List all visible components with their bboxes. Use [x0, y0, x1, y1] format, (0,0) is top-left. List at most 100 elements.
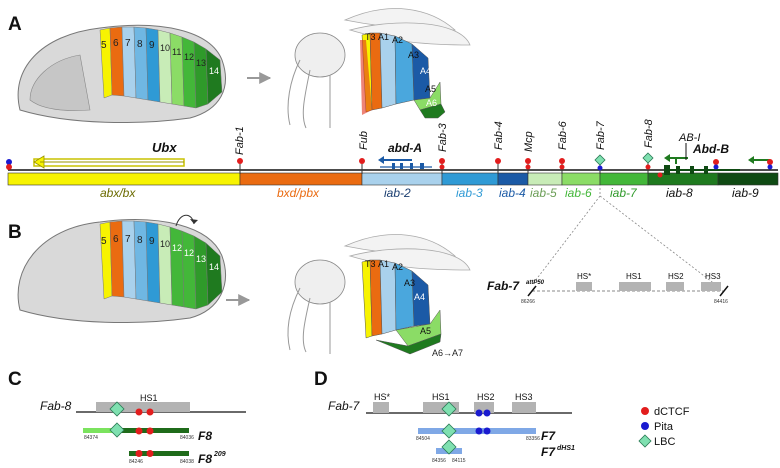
construct-sup: dHS1	[557, 445, 575, 452]
boundary-label: Fab-3	[437, 122, 449, 152]
coord-label: 84356	[432, 458, 446, 464]
fly-label: A6	[426, 98, 437, 108]
pita-site	[767, 164, 773, 170]
f8-bar	[83, 428, 113, 433]
segment-label: 9	[149, 40, 155, 51]
hs-label: HS*	[374, 392, 391, 402]
fly-label: A4	[414, 292, 425, 302]
domain-bar	[441, 172, 499, 186]
boundary-label: Fab-7	[595, 120, 607, 150]
domain-label: iab-6	[565, 186, 592, 200]
genomic-map: abx/bx bxd/pbx iab-2 iab-3 iab-4 iab-5 i…	[6, 118, 779, 200]
ctcf-site	[767, 159, 773, 165]
fly-a-abdomen	[360, 32, 446, 119]
embryo-a: 5 6 7 8 9 10 11 12 13 14	[17, 24, 226, 124]
boundary-fab6: Fab-6	[557, 120, 569, 174]
segment-label: 6	[113, 38, 119, 49]
domain-bar	[497, 172, 529, 186]
fly-label: A2	[392, 262, 403, 272]
pita-site	[6, 159, 12, 165]
fly-b-note: A6→A7	[432, 348, 463, 358]
domain-label: iab-2	[384, 186, 411, 200]
construct-label: F8	[198, 429, 212, 443]
hs-label: HS1	[432, 392, 450, 402]
boundary-fab8: Fab-8	[642, 118, 655, 174]
fly-label: A1	[378, 259, 389, 269]
domain-label: iab-3	[456, 186, 483, 200]
fly-a: T3 A1 A2 A3 A4 A5 A6	[287, 8, 471, 129]
segment-label: 7	[125, 234, 131, 245]
legend-label: dCTCF	[654, 406, 690, 418]
segment-label: 8	[137, 39, 143, 50]
panel-label-d: D	[314, 369, 328, 390]
panel-c-hs: HS1	[140, 393, 158, 403]
fly-label: A5	[420, 326, 431, 336]
domain-label: iab-8	[666, 186, 693, 200]
domain-label: abx/bx	[100, 186, 136, 200]
domain-bar	[239, 172, 363, 186]
fly-label: T3	[365, 259, 376, 269]
domain-bar	[717, 172, 779, 186]
domain-bar	[7, 172, 241, 186]
panel-label-b: B	[8, 222, 22, 243]
segment-label: 13	[196, 254, 206, 264]
construct-label: F7	[541, 429, 556, 443]
domain-label: iab-9	[732, 186, 759, 200]
construct-label: F8	[198, 452, 212, 466]
ubx-label: Ubx	[152, 140, 177, 155]
legend-ctcf-marker	[641, 407, 649, 415]
segment-label: 5	[101, 236, 107, 247]
domain-label: iab-5	[530, 186, 557, 200]
fly-label: A3	[404, 278, 415, 288]
embryo-a-segments	[99, 26, 223, 109]
boundary-label: Mcp	[523, 131, 535, 152]
abda-gene: abd-A	[378, 141, 432, 169]
domain-bar	[361, 172, 443, 186]
coord-label: 86266	[521, 299, 535, 305]
domain-label: iab-4	[499, 186, 526, 200]
panel-d-diagram: Fab-7 HS* HS1 HS2 HS3 84504 83356 F7 843…	[328, 392, 575, 464]
boundary-label: Fab-1	[234, 126, 246, 155]
domain-bar	[527, 172, 563, 186]
segment-label: 10	[160, 239, 170, 249]
segment-label: 5	[101, 40, 107, 51]
segment-label: 10	[160, 43, 170, 53]
segment-label: 11	[172, 47, 181, 57]
domain-bar	[599, 172, 649, 186]
domain-bar	[561, 172, 601, 186]
panel-c-diagram: Fab-8 HS1 84374 84036 F8 84246 84038 F8 …	[40, 393, 246, 466]
fab7-detail: Fab-7 attP50 HS* HS1 HS2 HS3 86266 84416	[487, 272, 729, 305]
ubx-gene: Ubx	[33, 140, 185, 169]
abda-label: abd-A	[388, 141, 422, 155]
hs-label: HS3	[705, 272, 721, 281]
panel-c-name: Fab-8	[40, 399, 72, 413]
coord-label: 84416	[714, 299, 728, 305]
ctcf-site	[713, 159, 719, 165]
hs-label: HS3	[515, 392, 533, 402]
boundary-fab7: Fab-7	[594, 120, 607, 174]
coord-label: 84246	[129, 459, 143, 465]
coord-label: 84038	[180, 459, 194, 465]
coord-label: 84504	[416, 436, 430, 442]
coord-label: 83356	[526, 436, 540, 442]
boundary-fab4: Fab-4	[493, 121, 505, 174]
segment-label: 6	[113, 234, 119, 245]
segment-label: 14	[209, 66, 219, 76]
abi-label: AB-I	[678, 132, 700, 144]
legend-lbc-marker	[638, 434, 652, 448]
hs-label: HS1	[626, 272, 642, 281]
boundary-fab1: Fab-1	[234, 126, 246, 174]
fly-label: A3	[408, 50, 419, 60]
fly-label: A2	[392, 35, 403, 45]
segment-label: 12	[184, 52, 194, 62]
segment-label: 12	[184, 248, 194, 258]
boundary-mcp: Mcp	[523, 131, 535, 174]
pita-site	[713, 164, 719, 170]
abdb-gene: Abd-B AB-I	[664, 132, 770, 175]
segment-label: 7	[125, 38, 131, 49]
fly-label: T3	[365, 32, 376, 42]
boundary-fub: Fub	[358, 131, 370, 174]
panel-label-a: A	[8, 14, 22, 35]
legend-label: Pita	[654, 421, 674, 433]
hs-label: HS2	[668, 272, 684, 281]
